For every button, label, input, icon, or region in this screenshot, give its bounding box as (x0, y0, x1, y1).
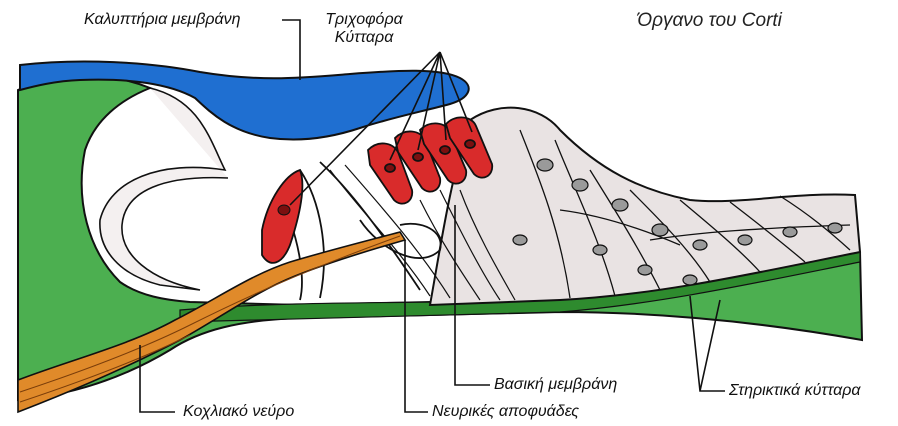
label-hair-cells-line2: Κύτταρα (318, 29, 410, 47)
label-supporting-cells: Στηρικτικά κύτταρα (729, 382, 861, 400)
label-basilar-membrane: Βασική μεμβράνη (494, 376, 617, 394)
inner-sulcus-lining (100, 88, 228, 290)
label-nerve-fibers: Νευρικές αποφυάδες (432, 403, 579, 421)
diagram-title: Όργανο του Corti (637, 12, 782, 30)
leader-tectorial (282, 20, 300, 80)
label-hair-cells-line1: Τριχοφόρα (318, 11, 410, 29)
label-cochlear-nerve: Κοχλιακό νεύρο (183, 403, 294, 421)
label-hair-cells: Τριχοφόρα Κύτταρα (318, 11, 410, 47)
inner-hair-cell (262, 170, 302, 263)
label-tectorial-membrane: Καλυπτήρια μεμβράνη (84, 11, 241, 29)
